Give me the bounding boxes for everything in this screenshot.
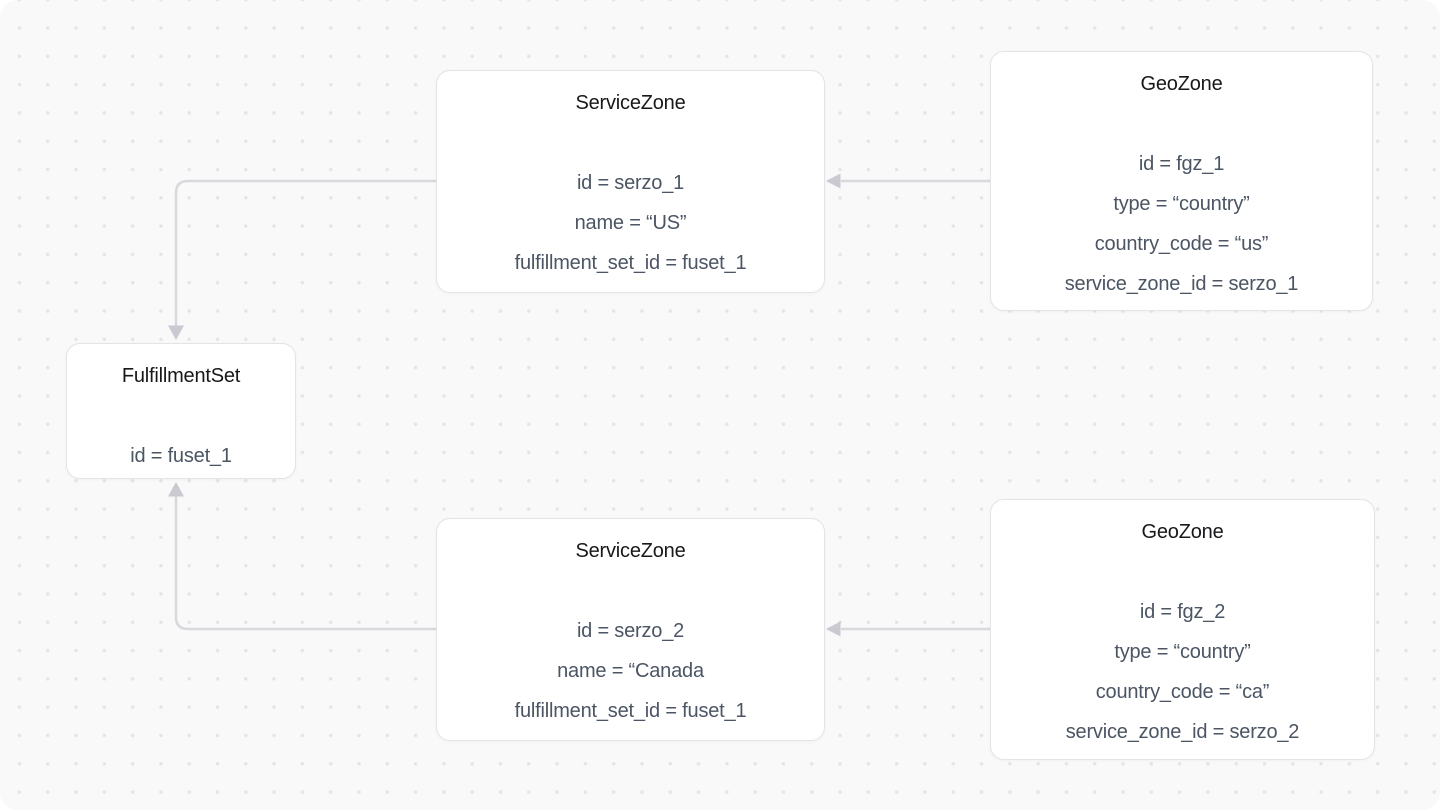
node-geo-zone-2: GeoZone id = fgz_2 type = “country” coun… (990, 499, 1375, 760)
node-field-id: id = serzo_1 (576, 172, 685, 194)
arrowhead-left-icon (826, 621, 841, 637)
node-field-service-zone-id: service_zone_id = serzo_1 (1064, 273, 1299, 295)
node-field-fulfillment-set-id: fulfillment_set_id = fuset_1 (514, 252, 747, 274)
node-field-id: id = fgz_1 (1138, 153, 1225, 175)
node-fulfillment-set: FulfillmentSet id = fuset_1 (66, 343, 296, 479)
arrowhead-up-icon (168, 482, 184, 497)
node-field-service-zone-id: service_zone_id = serzo_2 (1065, 721, 1300, 743)
node-title: FulfillmentSet (121, 365, 241, 387)
node-field-name: name = “Canada (557, 660, 704, 682)
edge-servicezone2-fulfillmentset (174, 496, 436, 631)
node-gap (437, 571, 824, 611)
node-title: ServiceZone (575, 540, 686, 562)
node-gap (991, 552, 1374, 592)
node-title: GeoZone (1141, 521, 1224, 543)
node-title: ServiceZone (575, 92, 686, 114)
node-title: GeoZone (1140, 73, 1223, 95)
node-field-country-code: country_code = “us” (1094, 233, 1269, 255)
node-field-type: type = “country” (1114, 641, 1251, 663)
node-field-name: name = “US” (574, 212, 687, 234)
node-field-type: type = “country” (1113, 193, 1250, 215)
node-field-id: id = fuset_1 (130, 445, 232, 467)
node-field-id: id = serzo_2 (576, 620, 685, 642)
node-gap (991, 104, 1372, 144)
node-service-zone-2: ServiceZone id = serzo_2 name = “Canada … (436, 518, 825, 741)
node-field-country-code: country_code = “ca” (1095, 681, 1270, 703)
arrowhead-down-icon (168, 325, 184, 340)
node-gap (67, 396, 295, 436)
node-geo-zone-1: GeoZone id = fgz_1 type = “country” coun… (990, 51, 1373, 311)
edge-servicezone1-fulfillmentset (174, 179, 436, 326)
node-field-fulfillment-set-id: fulfillment_set_id = fuset_1 (514, 700, 747, 722)
node-service-zone-1: ServiceZone id = serzo_1 name = “US” ful… (436, 70, 825, 293)
node-field-id: id = fgz_2 (1139, 601, 1226, 623)
arrowhead-left-icon (826, 173, 841, 189)
node-gap (437, 123, 824, 163)
